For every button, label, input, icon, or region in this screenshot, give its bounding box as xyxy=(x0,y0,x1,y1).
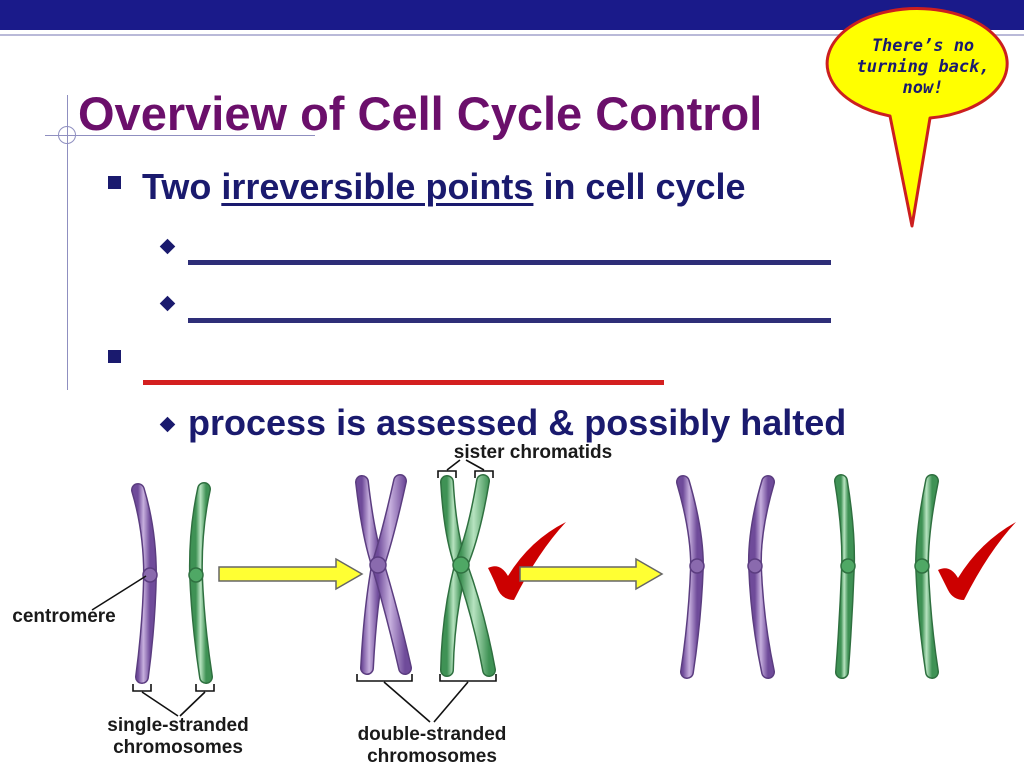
slide-title: Overview of Cell Cycle Control xyxy=(78,87,763,140)
separated-chromatid-green-1 xyxy=(834,474,856,679)
separated-chromatid-purple-2 xyxy=(747,475,775,679)
top-banner-stripe xyxy=(0,30,1024,34)
checkmark-icon xyxy=(938,522,1016,600)
guide-line-vertical xyxy=(67,95,68,390)
single-stranded-bracket xyxy=(132,684,215,717)
label-double-stranded-line-2: chromosomes xyxy=(367,746,497,767)
label-double-stranded-line-1: double-stranded xyxy=(358,724,507,745)
bullet-1-text: Two irreversible points in cell cycle xyxy=(142,166,746,208)
bullet-square-icon xyxy=(108,176,121,189)
centromere-pointer xyxy=(91,575,147,611)
arrow-2 xyxy=(519,557,664,591)
top-banner-rule xyxy=(0,34,1024,36)
blank-line-3 xyxy=(143,380,664,385)
checkmark-icon xyxy=(488,522,566,600)
separated-chromatid-purple-1 xyxy=(676,475,705,679)
subbullet-3-text: process is assessed & possibly halted xyxy=(188,402,847,443)
label-centromere: centromere xyxy=(12,606,116,627)
single-stranded-green-chromosome xyxy=(188,482,213,684)
speech-bubble-line-1: There’s no xyxy=(871,36,975,56)
label-sister-chromatids: sister chromatids xyxy=(454,442,612,463)
bullet-1-underlined: irreversible points xyxy=(221,166,534,207)
sister-chromatids-bracket xyxy=(437,459,494,478)
blank-line-1 xyxy=(188,260,831,265)
single-stranded-purple-chromosome xyxy=(131,483,158,684)
speech-bubble-line-3: now! xyxy=(902,78,944,98)
bullet-square-icon xyxy=(108,350,121,363)
speech-bubble-shape xyxy=(825,7,1009,228)
bullet-1-suffix: in cell cycle xyxy=(533,166,746,207)
double-stranded-bracket xyxy=(356,674,497,723)
label-single-stranded-line-2: chromosomes xyxy=(113,737,243,758)
speech-bubble-line-2: turning back, xyxy=(856,57,990,77)
double-stranded-purple-chromosome xyxy=(355,474,412,675)
guide-crosshair-icon xyxy=(58,126,76,144)
label-single-stranded-line-1: single-stranded xyxy=(107,715,248,736)
double-stranded-green-chromosome xyxy=(440,474,496,677)
arrow-1 xyxy=(218,557,364,591)
bullet-1-prefix: Two xyxy=(142,166,222,207)
guide-line-horizontal xyxy=(45,135,315,136)
blank-line-2 xyxy=(188,318,831,323)
speech-bubble-text: There’s no turning back, now! xyxy=(848,36,998,99)
separated-chromatid-green-2 xyxy=(914,474,939,679)
